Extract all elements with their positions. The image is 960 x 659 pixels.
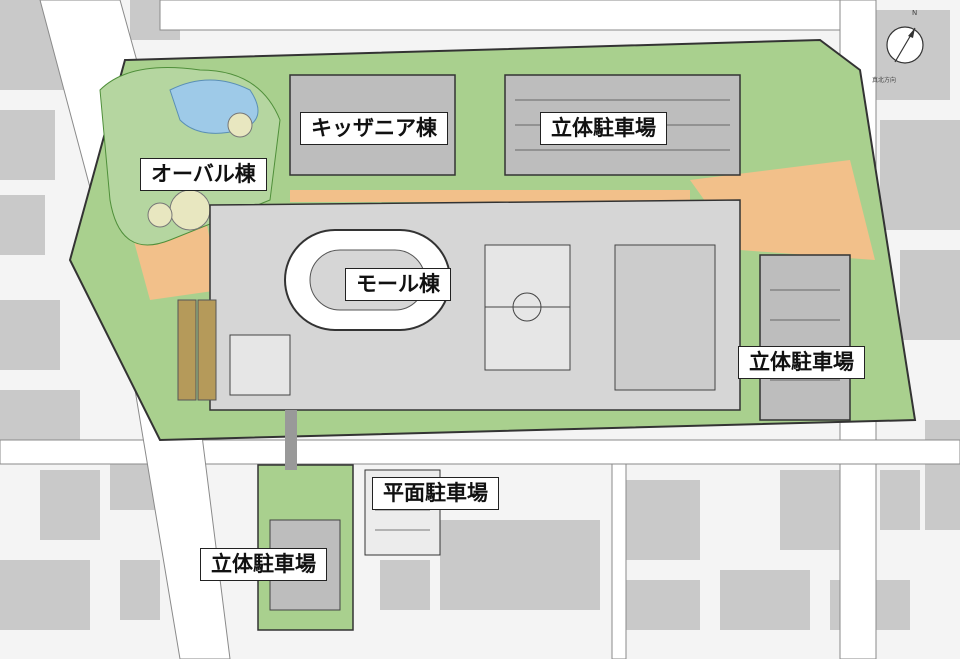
north-arrow-icon [886, 26, 924, 64]
sports-courts [229, 244, 571, 396]
label-parking-south: 立体駐車場 [200, 548, 327, 582]
label-mall: モール棟 [345, 268, 451, 302]
oval-building [177, 299, 217, 401]
label-parking-north: 立体駐車場 [540, 112, 667, 146]
west-park [99, 67, 281, 246]
label-kidzania: キッザニア棟 [300, 112, 448, 146]
mall-roof-block [614, 244, 716, 391]
pedestrian-bridge [285, 410, 297, 470]
label-flat-parking: 平面駐車場 [372, 477, 499, 511]
north-arrow-symbol: N [912, 9, 917, 17]
label-parking-east: 立体駐車場 [738, 346, 865, 380]
north-arrow-caption: 真北方向 [872, 76, 896, 84]
label-oval: オーバル棟 [140, 158, 267, 192]
east-parking-structure [759, 254, 851, 421]
